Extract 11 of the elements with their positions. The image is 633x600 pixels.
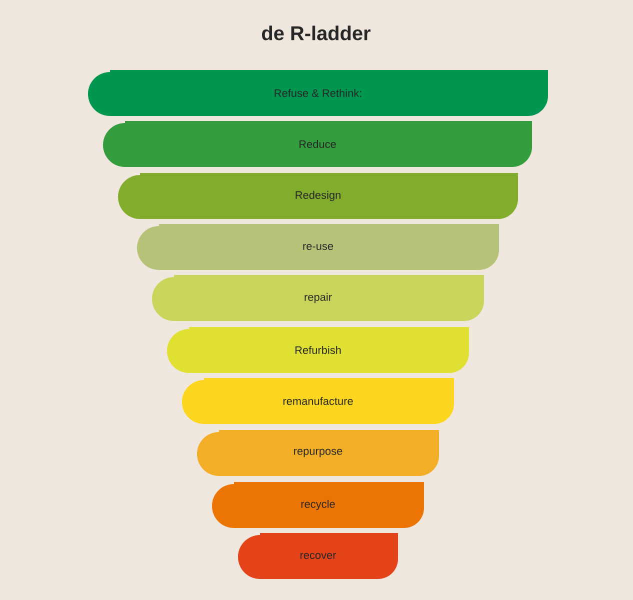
ladder-bar: recover bbox=[238, 533, 398, 579]
ladder-bar: repurpose bbox=[197, 430, 439, 476]
ladder-bar: Refurbish bbox=[167, 327, 469, 373]
ladder-bar: Refuse & Rethink: bbox=[88, 70, 548, 116]
ladder-bar: recycle bbox=[212, 482, 424, 528]
ladder-bar: remanufacture bbox=[182, 378, 454, 424]
ladder-bar: re-use bbox=[137, 224, 499, 270]
title: de R-ladder bbox=[262, 26, 370, 40]
ladder-bar: Redesign bbox=[118, 173, 518, 219]
ladder-bar: repair bbox=[152, 275, 484, 321]
ladder-bar: Reduce bbox=[103, 121, 532, 167]
